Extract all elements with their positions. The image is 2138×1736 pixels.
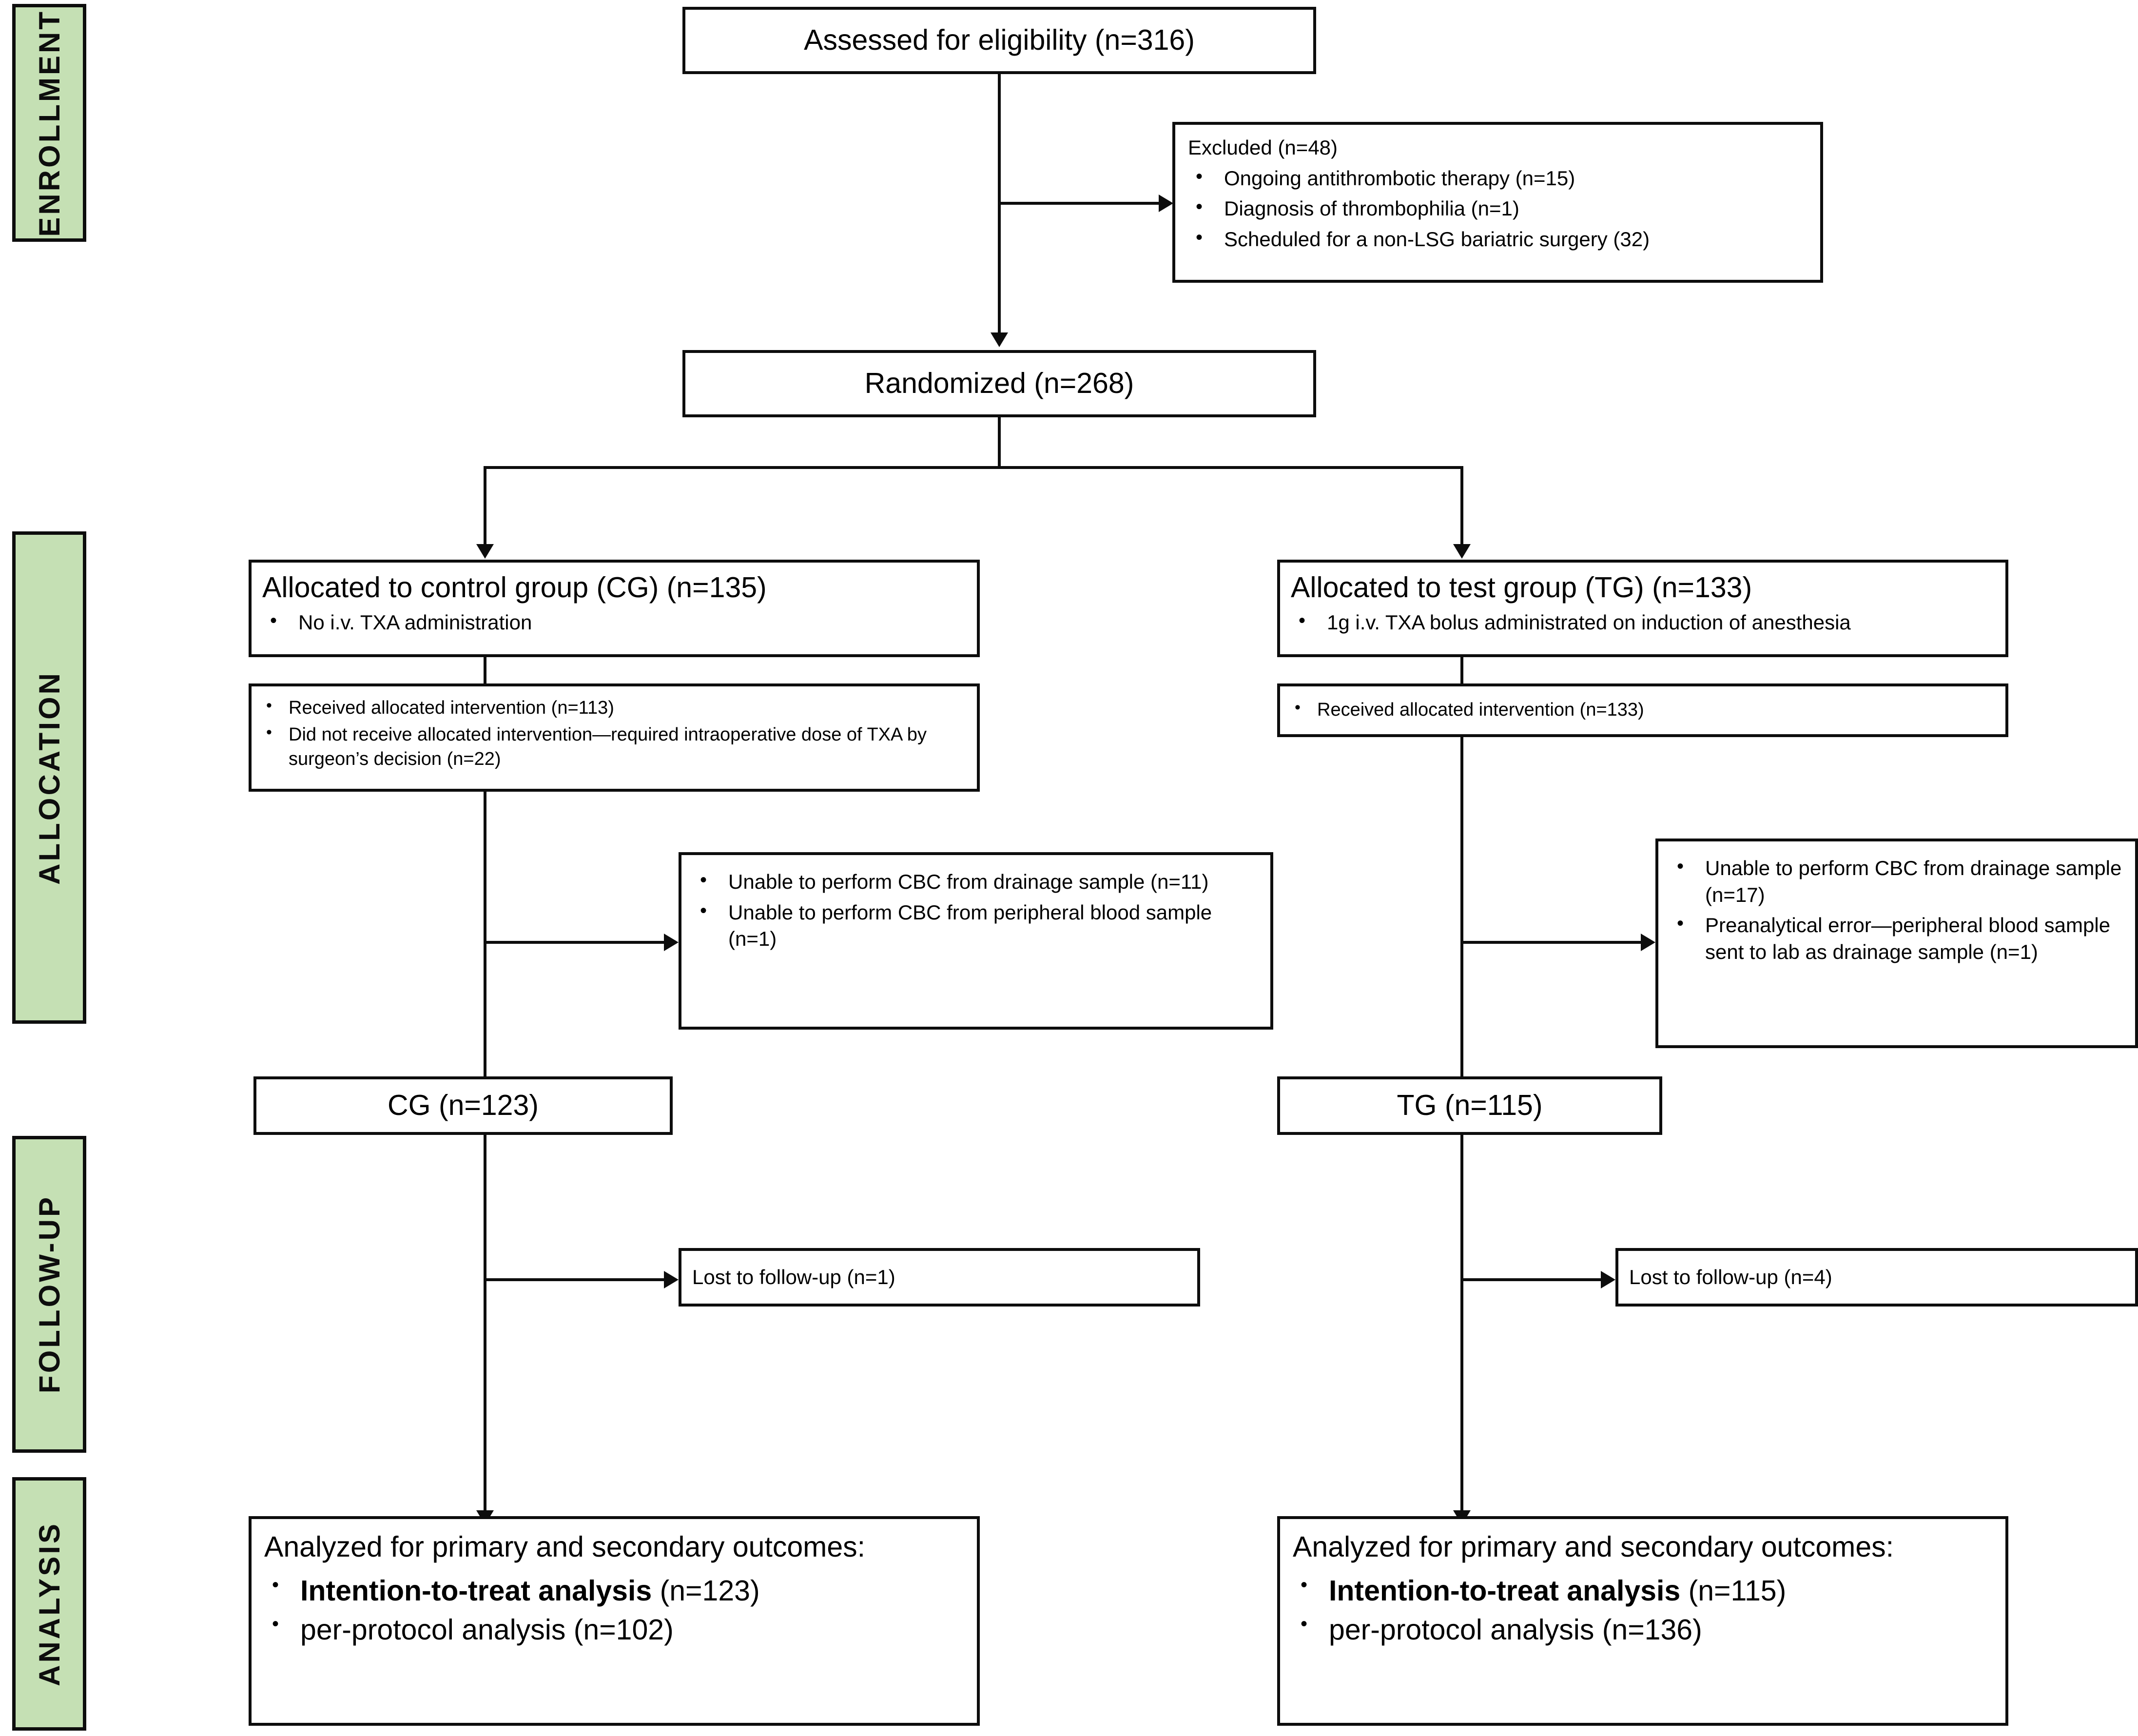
node-cg-cbc-excluded: Unable to perform CBC from drainage samp…	[679, 852, 1273, 1030]
list-item: Ongoing antithrombotic therapy (n=15)	[1188, 164, 1808, 192]
node-tg-cbc-excluded: Unable to perform CBC from drainage samp…	[1655, 839, 2138, 1048]
connector-tg-count-to-analyzed	[1460, 1135, 1463, 1510]
tg-itt-label: Intention-to-treat analysis	[1329, 1574, 1681, 1607]
connector-tg-to-lost	[1460, 1278, 1601, 1281]
list-item: Intention-to-treat analysis (n=123)	[264, 1573, 964, 1609]
phase-bar-enrollment: ENROLLMENT	[12, 4, 86, 242]
cg-itt-label: Intention-to-treat analysis	[300, 1574, 652, 1607]
node-cg-lost-to-followup: Lost to follow-up (n=1)	[679, 1248, 1200, 1307]
cg-cbc-excluded-list: Unable to perform CBC from drainage samp…	[692, 868, 1260, 953]
list-item: Received allocated intervention (n=113)	[262, 695, 966, 720]
randomized-title: Randomized (n=268)	[864, 367, 1134, 400]
node-tg-lost-to-followup: Lost to follow-up (n=4)	[1615, 1248, 2138, 1307]
phase-bar-followup: FOLLOW-UP	[12, 1136, 86, 1453]
node-cg-received: Received allocated intervention (n=113) …	[249, 683, 980, 792]
arrowhead-to-tg-allocated	[1453, 544, 1471, 559]
phase-label-allocation: ALLOCATION	[33, 670, 66, 885]
tg-received-list: Received allocated intervention (n=133)	[1291, 697, 1644, 722]
node-cg-count: CG (n=123)	[253, 1076, 673, 1135]
phase-label-analysis: ANALYSIS	[33, 1521, 66, 1686]
connector-randomized-split	[484, 466, 1463, 469]
list-item: Scheduled for a non-LSG bariatric surger…	[1188, 225, 1808, 253]
connector-cg-count-to-analyzed	[484, 1135, 486, 1510]
connector-cg-to-lost	[484, 1278, 664, 1281]
list-item: Received allocated intervention (n=133)	[1291, 697, 1644, 722]
cg-analyzed-list: Intention-to-treat analysis (n=123) per-…	[264, 1573, 964, 1648]
tg-allocated-title: Allocated to test group (TG) (n=133)	[1291, 571, 1752, 604]
connector-split-left	[484, 466, 486, 544]
connector-cg-allocated-to-received	[484, 657, 486, 683]
phase-label-followup: FOLLOW-UP	[33, 1195, 66, 1394]
node-cg-allocated: Allocated to control group (CG) (n=135) …	[249, 560, 980, 657]
arrowhead-to-cg-allocated	[476, 544, 494, 559]
arrowhead-to-randomized	[991, 332, 1008, 347]
node-tg-count: TG (n=115)	[1277, 1076, 1662, 1135]
arrowhead-to-excluded	[1159, 195, 1173, 212]
tg-cbc-excluded-list: Unable to perform CBC from drainage samp…	[1669, 854, 2124, 965]
connector-split-right	[1460, 466, 1463, 544]
tg-lost-title: Lost to follow-up (n=4)	[1629, 1265, 1832, 1288]
node-cg-analyzed: Analyzed for primary and secondary outco…	[249, 1516, 980, 1726]
cg-allocated-title: Allocated to control group (CG) (n=135)	[262, 571, 767, 604]
node-randomized: Randomized (n=268)	[682, 350, 1316, 417]
node-excluded: Excluded (n=48) Ongoing antithrombotic t…	[1172, 122, 1823, 283]
node-tg-allocated: Allocated to test group (TG) (n=133) 1g …	[1277, 560, 2008, 657]
node-tg-received: Received allocated intervention (n=133)	[1277, 683, 2008, 737]
list-item: Intention-to-treat analysis (n=115)	[1293, 1573, 1993, 1609]
tg-allocated-list: 1g i.v. TXA bolus administrated on induc…	[1291, 608, 1995, 636]
cg-itt-value: (n=123)	[652, 1574, 760, 1607]
connector-tg-allocated-to-received	[1460, 657, 1463, 683]
list-item: Diagnosis of thrombophilia (n=1)	[1188, 195, 1808, 222]
list-item: 1g i.v. TXA bolus administrated on induc…	[1291, 608, 1995, 636]
list-item: Unable to perform CBC from drainage samp…	[692, 868, 1260, 896]
cg-received-list: Received allocated intervention (n=113) …	[262, 695, 966, 771]
cg-allocated-list: No i.v. TXA administration	[262, 608, 966, 636]
tg-itt-value: (n=115)	[1680, 1574, 1787, 1607]
list-item: per-protocol analysis (n=136)	[1293, 1612, 1993, 1648]
arrowhead-to-cg-lost	[664, 1271, 679, 1288]
connector-randomized-stem	[998, 417, 1001, 466]
arrowhead-to-tg-cbc-excluded	[1641, 934, 1655, 951]
cg-lost-title: Lost to follow-up (n=1)	[692, 1265, 895, 1288]
excluded-title: Excluded (n=48)	[1188, 136, 1338, 159]
phase-label-enrollment: ENROLLMENT	[33, 9, 66, 237]
arrowhead-to-cg-cbc-excluded	[664, 934, 679, 951]
cg-count-title: CG (n=123)	[388, 1089, 539, 1122]
list-item: Preanalytical error—peripheral blood sam…	[1669, 911, 2124, 965]
excluded-list: Ongoing antithrombotic therapy (n=15) Di…	[1188, 164, 1808, 253]
phase-bar-allocation: ALLOCATION	[12, 531, 86, 1024]
connector-assessed-to-excluded	[998, 202, 1159, 205]
phase-bar-analysis: ANALYSIS	[12, 1477, 86, 1731]
connector-cg-to-cbc-excluded	[484, 941, 664, 944]
list-item: No i.v. TXA administration	[262, 608, 966, 636]
node-assessed-for-eligibility: Assessed for eligibility (n=316)	[682, 7, 1316, 74]
cg-pp-value: per-protocol analysis (n=102)	[300, 1613, 674, 1646]
tg-pp-value: per-protocol analysis (n=136)	[1329, 1613, 1702, 1646]
list-item: Unable to perform CBC from drainage samp…	[1669, 854, 2124, 908]
list-item: Did not receive allocated intervention—r…	[262, 722, 966, 771]
connector-tg-to-cbc-excluded	[1460, 941, 1641, 944]
tg-count-title: TG (n=115)	[1397, 1089, 1543, 1122]
tg-analyzed-list: Intention-to-treat analysis (n=115) per-…	[1293, 1573, 1993, 1648]
tg-analyzed-title: Analyzed for primary and secondary outco…	[1293, 1531, 1894, 1563]
list-item: per-protocol analysis (n=102)	[264, 1612, 964, 1648]
arrowhead-to-tg-lost	[1601, 1271, 1615, 1288]
node-tg-analyzed: Analyzed for primary and secondary outco…	[1277, 1516, 2008, 1726]
list-item: Unable to perform CBC from peripheral bl…	[692, 898, 1260, 953]
connector-tg-received-to-count	[1460, 737, 1463, 1081]
assessed-title: Assessed for eligibility (n=316)	[804, 24, 1195, 57]
connector-cg-received-to-count	[484, 792, 486, 1081]
cg-analyzed-title: Analyzed for primary and secondary outco…	[264, 1531, 866, 1563]
